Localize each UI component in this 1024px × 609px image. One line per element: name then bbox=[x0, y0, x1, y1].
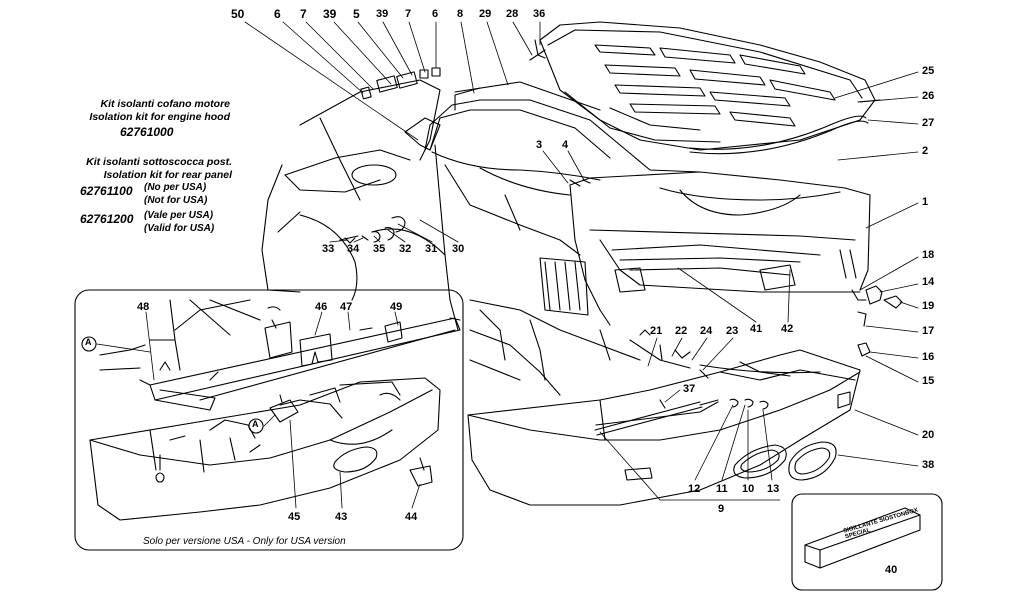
leader-lines bbox=[96, 21, 919, 509]
callout-39: 39 bbox=[323, 7, 337, 21]
inset-beam bbox=[99, 299, 461, 411]
callout-37: 37 bbox=[683, 383, 696, 395]
callout-48: 48 bbox=[137, 301, 150, 313]
rear-panel-kit-line2: Isolation kit for rear panel bbox=[103, 169, 232, 182]
callout-20: 20 bbox=[922, 429, 935, 441]
callout-5: 5 bbox=[353, 7, 360, 21]
callout-32: 32 bbox=[399, 243, 412, 255]
right-side-clips bbox=[851, 285, 903, 357]
callout-26: 26 bbox=[922, 90, 935, 102]
marker-a-center: A bbox=[252, 419, 259, 429]
engine-hood-kit-code: 62761000 bbox=[120, 125, 174, 139]
callout-2: 2 bbox=[922, 145, 929, 157]
callout-40: 40 bbox=[885, 564, 898, 576]
callout-42: 42 bbox=[781, 323, 794, 335]
rear-panel-code-non-usa-label: (No per USA) (Not for USA) bbox=[144, 182, 207, 207]
car-body-outline bbox=[261, 79, 446, 301]
engine-hood bbox=[454, 21, 881, 155]
engine-hood-kit-note: Kit isolanti cofano motore Isolation kit… bbox=[70, 98, 230, 124]
callout-50: 50 bbox=[231, 7, 245, 21]
callout-25: 25 bbox=[922, 65, 935, 77]
callout-33: 33 bbox=[322, 243, 335, 255]
non-usa-label-en: (Not for USA) bbox=[144, 194, 208, 206]
rear-panel-code-non-usa: 62761100 bbox=[80, 184, 133, 198]
callout-10: 10 bbox=[742, 483, 755, 495]
rear-panel-kit-line1: Kit isolanti sottoscocca post. bbox=[86, 156, 232, 168]
callout-49: 49 bbox=[390, 301, 403, 313]
usa-inset-box bbox=[74, 289, 464, 551]
inset-bumper bbox=[89, 377, 441, 521]
callout-23: 23 bbox=[726, 325, 739, 337]
sealant-box bbox=[791, 493, 943, 591]
callout-43: 43 bbox=[335, 511, 348, 523]
callout-8: 8 bbox=[457, 8, 464, 20]
usa-inset-caption: Solo per versione USA - Only for USA ver… bbox=[140, 536, 349, 547]
callout-35: 35 bbox=[373, 243, 386, 255]
callout-3: 3 bbox=[536, 139, 543, 151]
rear-panel-kit-note: Kit isolanti sottoscocca post. Isolation… bbox=[70, 156, 232, 182]
rear-frame bbox=[469, 299, 691, 396]
callout-24: 24 bbox=[700, 325, 713, 337]
callout-6: 6 bbox=[432, 8, 439, 20]
callout-41: 41 bbox=[750, 323, 763, 335]
side-fasteners bbox=[339, 216, 406, 244]
callout-22: 22 bbox=[675, 325, 688, 337]
engine-hood-kit-line2: Isolation kit for engine hood bbox=[89, 111, 230, 124]
rear-bumper bbox=[467, 349, 861, 506]
callout-36: 36 bbox=[533, 8, 546, 20]
callout-31: 31 bbox=[425, 243, 438, 255]
callout-18: 18 bbox=[922, 249, 935, 261]
callout-46: 46 bbox=[315, 301, 328, 313]
callout-34: 34 bbox=[347, 243, 360, 255]
marker-a-left: A bbox=[85, 337, 92, 347]
callout-28: 28 bbox=[506, 8, 519, 20]
callout-19: 19 bbox=[922, 300, 935, 312]
rear-panel-code-usa-label: (Vale per USA) (Valid for USA) bbox=[144, 210, 214, 235]
callout-7: 7 bbox=[300, 7, 307, 21]
callout-11: 11 bbox=[716, 483, 728, 495]
callout-30: 30 bbox=[452, 243, 465, 255]
callout-47: 47 bbox=[340, 301, 353, 313]
hood-fasteners bbox=[360, 39, 591, 187]
callout-45: 45 bbox=[288, 511, 301, 523]
callout-16: 16 bbox=[922, 351, 935, 363]
callout-6: 6 bbox=[274, 7, 281, 21]
bumper-hardware bbox=[594, 329, 769, 436]
callout-21: 21 bbox=[650, 325, 663, 337]
callout-4: 4 bbox=[562, 139, 569, 151]
callout-9: 9 bbox=[718, 503, 725, 515]
callout-27: 27 bbox=[922, 117, 935, 129]
usa-label-en: (Valid for USA) bbox=[144, 222, 215, 234]
callout-15: 15 bbox=[922, 375, 935, 387]
marker-circle-a-center bbox=[248, 418, 264, 434]
callout-14: 14 bbox=[922, 276, 935, 288]
marker-circle-a-left bbox=[81, 336, 97, 352]
rear-panel-code-usa: 62761200 bbox=[80, 212, 134, 226]
callout-29: 29 bbox=[479, 8, 492, 20]
callout-38: 38 bbox=[922, 459, 935, 471]
exhaust-trim-ring bbox=[788, 441, 837, 481]
callout-17: 17 bbox=[922, 325, 935, 337]
tail-panel bbox=[539, 171, 871, 326]
callout-1: 1 bbox=[922, 196, 929, 208]
inset-brackets bbox=[155, 306, 433, 487]
rear-body-panel bbox=[424, 87, 701, 331]
callout-44: 44 bbox=[405, 511, 418, 523]
non-usa-label-it: (No per USA) bbox=[144, 182, 207, 193]
usa-label-it: (Vale per USA) bbox=[144, 210, 214, 221]
engine-hood-kit-line1: Kit isolanti cofano motore bbox=[100, 98, 230, 110]
callout-12: 12 bbox=[688, 483, 701, 495]
callout-39: 39 bbox=[376, 8, 389, 20]
callout-7: 7 bbox=[405, 8, 412, 20]
callout-13: 13 bbox=[767, 483, 780, 495]
